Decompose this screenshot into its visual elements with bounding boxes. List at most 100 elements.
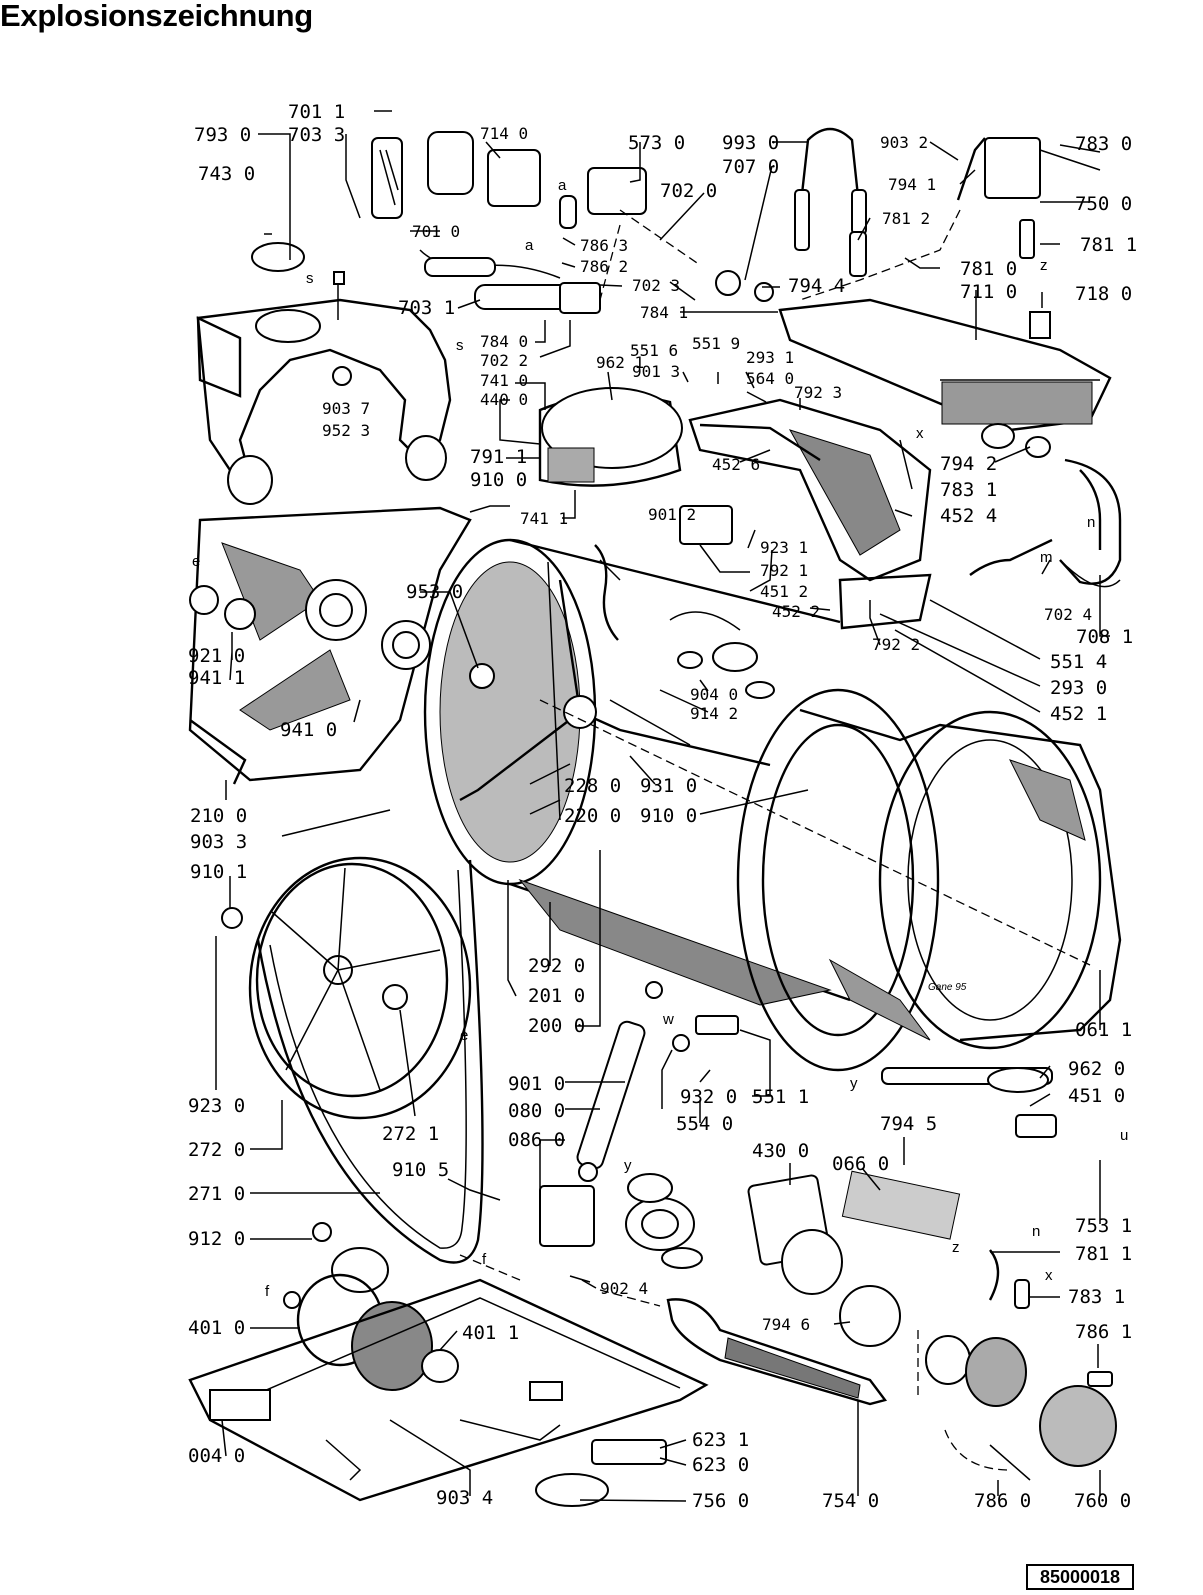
label-794-5: 794 5 bbox=[880, 1113, 937, 1135]
label-786-1: 786 1 bbox=[1075, 1321, 1132, 1343]
label-061-1: 061 1 bbox=[1075, 1019, 1132, 1041]
label-952-3: 952 3 bbox=[322, 421, 370, 440]
label-401-1: 401 1 bbox=[462, 1322, 519, 1344]
label-551-4: 551 4 bbox=[1050, 651, 1107, 673]
mark-a: a bbox=[558, 177, 567, 194]
label-573-0: 573 0 bbox=[628, 132, 685, 154]
label-741-0: 741 0 bbox=[480, 371, 528, 390]
label-452-4: 452 4 bbox=[940, 505, 997, 527]
label-451-2: 451 2 bbox=[760, 582, 808, 601]
detergent-drawer bbox=[778, 298, 1112, 449]
label-783-1-top: 783 1 bbox=[940, 479, 997, 501]
label-962-1: 962 1 bbox=[596, 353, 644, 372]
tub-rear-half bbox=[188, 506, 472, 785]
label-623-1: 623 1 bbox=[692, 1429, 749, 1451]
mark-x: x bbox=[1045, 1267, 1053, 1284]
label-452-6: 452 6 bbox=[712, 455, 760, 474]
label-792-2: 792 2 bbox=[872, 635, 920, 654]
label-708-1: 708 1 bbox=[1076, 626, 1133, 648]
label-201-0: 201 0 bbox=[528, 985, 585, 1007]
label-781-1-bottom: 781 1 bbox=[1075, 1243, 1132, 1265]
mark-e: e bbox=[192, 553, 200, 570]
label-914-2: 914 2 bbox=[690, 704, 738, 723]
bottom-small-parts bbox=[535, 1275, 667, 1507]
guide-lines bbox=[459, 1254, 919, 1395]
label-551-6: 551 6 bbox=[630, 341, 678, 360]
label-910-1: 910 1 bbox=[190, 861, 247, 883]
label-551-1: 551 1 bbox=[752, 1086, 809, 1108]
label-702-4: 702 4 bbox=[1044, 605, 1092, 624]
label-210-0: 210 0 bbox=[190, 805, 247, 827]
label-941-1: 941 1 bbox=[188, 667, 245, 689]
drum bbox=[423, 538, 851, 1006]
label-701-0: 701 0 bbox=[412, 222, 460, 241]
label-904-0: 904 0 bbox=[690, 685, 738, 704]
part-labels: 701 1 793 0 703 3 743 0 714 0 573 0 993 … bbox=[188, 101, 1137, 1512]
label-784-1: 784 1 bbox=[640, 303, 688, 322]
label-953-0: 953 0 bbox=[406, 581, 463, 603]
drawing bbox=[188, 127, 1122, 1507]
label-901-0: 901 0 bbox=[508, 1073, 565, 1095]
mark-m: m bbox=[1040, 549, 1053, 566]
label-903-2: 903 2 bbox=[880, 133, 928, 152]
drain-hose bbox=[969, 436, 1122, 588]
label-714-0: 714 0 bbox=[480, 124, 528, 143]
label-440-0: 440 0 bbox=[480, 390, 528, 409]
label-931-0: 931 0 bbox=[640, 775, 697, 797]
label-718-0: 718 0 bbox=[1075, 283, 1132, 305]
label-741-1: 741 1 bbox=[520, 509, 568, 528]
mark-z: z bbox=[1040, 257, 1048, 274]
dispenser-housing bbox=[196, 242, 452, 505]
mark-z: z bbox=[952, 1239, 960, 1256]
label-912-0: 912 0 bbox=[188, 1228, 245, 1250]
label-743-0: 743 0 bbox=[198, 163, 255, 185]
label-271-0: 271 0 bbox=[188, 1183, 245, 1205]
label-923-0: 923 0 bbox=[188, 1095, 245, 1117]
label-791-1: 791 1 bbox=[470, 446, 527, 468]
label-228-0: 228 0 bbox=[564, 775, 621, 797]
pulley-and-belt bbox=[221, 856, 484, 1264]
motor bbox=[283, 1222, 459, 1391]
label-941-0: 941 0 bbox=[280, 719, 337, 741]
heater-element bbox=[881, 1067, 1057, 1138]
label-292-0: 292 0 bbox=[528, 955, 585, 977]
mark-y: y bbox=[850, 1075, 858, 1092]
label-901-3: 901 3 bbox=[632, 362, 680, 381]
mark-w: w bbox=[662, 1011, 674, 1028]
page-title: Explosionszeichnung bbox=[0, 0, 313, 33]
tub-front-half bbox=[539, 688, 1122, 1072]
label-220-0: 220 0 bbox=[564, 805, 621, 827]
label-786-0: 786 0 bbox=[974, 1490, 1031, 1512]
label-703-3: 703 3 bbox=[288, 124, 345, 146]
mark-y: y bbox=[624, 1157, 632, 1174]
label-794-4: 794 4 bbox=[788, 275, 845, 297]
mark-s: s bbox=[456, 337, 464, 354]
mark-u: u bbox=[1120, 1127, 1128, 1144]
label-794-6: 794 6 bbox=[762, 1315, 810, 1334]
label-756-0: 756 0 bbox=[692, 1490, 749, 1512]
mark-n: n bbox=[1032, 1223, 1040, 1240]
inlet-valves bbox=[371, 131, 774, 314]
label-923-1: 923 1 bbox=[760, 538, 808, 557]
label-792-3: 792 3 bbox=[794, 383, 842, 402]
document-number: 85000018 bbox=[1026, 1564, 1134, 1590]
label-794-1: 794 1 bbox=[888, 175, 936, 194]
label-272-1: 272 1 bbox=[382, 1123, 439, 1145]
label-903-7: 903 7 bbox=[322, 399, 370, 418]
leader-lines bbox=[215, 110, 1110, 1502]
label-754-0: 754 0 bbox=[822, 1490, 879, 1512]
label-793-0: 793 0 bbox=[194, 124, 251, 146]
label-783-0: 783 0 bbox=[1075, 133, 1132, 155]
label-903-3: 903 3 bbox=[190, 831, 247, 853]
artist-mark: Gane 95 bbox=[928, 982, 967, 993]
label-760-0: 760 0 bbox=[1074, 1490, 1131, 1512]
label-430-0: 430 0 bbox=[752, 1140, 809, 1162]
label-902-4: 902 4 bbox=[600, 1279, 648, 1298]
label-993-0: 993 0 bbox=[722, 132, 779, 154]
label-200-0: 200 0 bbox=[528, 1015, 585, 1037]
mark-s: s bbox=[306, 270, 314, 287]
label-910-0-mid: 910 0 bbox=[640, 805, 697, 827]
label-452-1: 452 1 bbox=[1050, 703, 1107, 725]
label-564-0: 564 0 bbox=[746, 369, 794, 388]
